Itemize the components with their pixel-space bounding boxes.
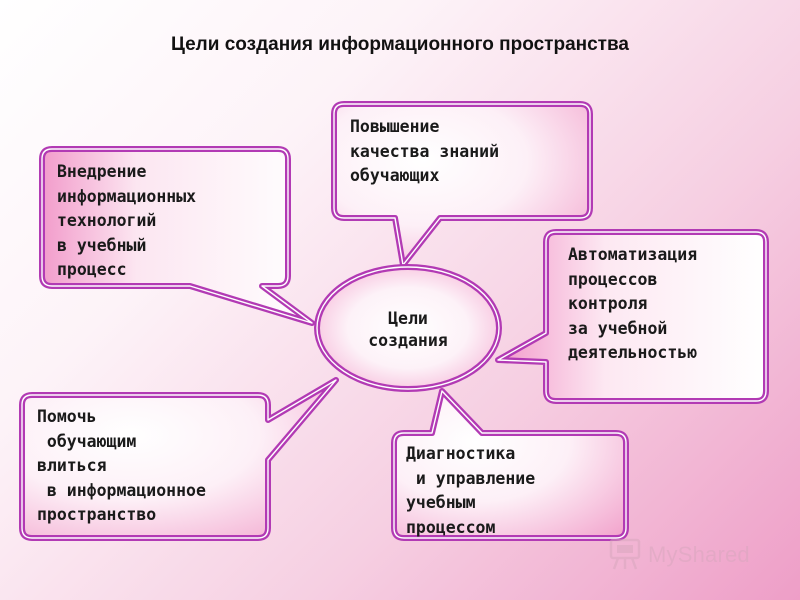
bubble-control-automation-text: Автоматизация процессов контроля за учеб… [568,245,698,362]
bubble-technology-introduction-text: Внедрение информационных технологий в уч… [57,162,197,279]
bubble-knowledge-quality-text: Повышение качества знаний обучающих [350,117,500,185]
bubble-information-space [19,377,339,541]
watermark-text: MyShared [648,542,750,567]
presentation-board-icon [609,538,641,570]
bubble-technology-introduction [39,146,315,326]
center-ellipse [314,264,502,392]
bubble-information-space-text: Помочь обучающим влиться в информационно… [37,407,206,524]
center-label: Цели создания [368,309,448,350]
page-title: Цели создания информационного пространст… [171,34,629,55]
watermark: MyShared [608,536,778,572]
bubble-diagnostics [391,388,629,541]
bubble-control-automation [495,229,769,404]
bubble-knowledge-quality [331,101,593,268]
bubble-diagnostics-text: Диагностика и управление учебным процесс… [406,444,536,537]
